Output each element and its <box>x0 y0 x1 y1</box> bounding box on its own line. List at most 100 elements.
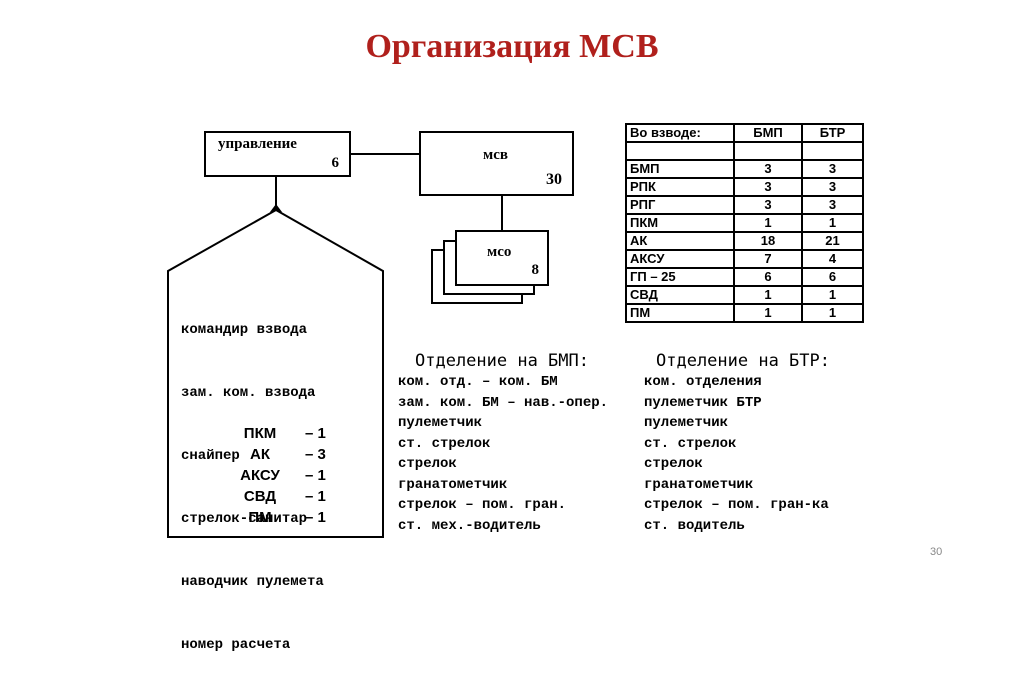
staff-item: стрелок-санитар <box>181 511 308 527</box>
msv-box: мсв 30 <box>419 131 574 196</box>
bmp-item: ст. мех.-водитель <box>398 517 541 534</box>
table-cell: 7 <box>732 249 804 269</box>
table-row: ГП – 25 6 6 <box>625 267 864 287</box>
table-row: БМП 3 3 <box>625 159 864 179</box>
bmp-item: стрелок – пом. гран. <box>398 497 567 513</box>
table-row: ПКМ 1 1 <box>625 213 864 233</box>
table-cell: 6 <box>732 267 804 287</box>
bmp-item: зам. ком. БМ – нав.-опер. <box>398 394 609 411</box>
weapon-name: АКСУ <box>240 467 280 484</box>
table-cell: 1 <box>732 303 804 323</box>
btr-item: ст. стрелок <box>644 435 737 452</box>
table-cell: РПГ <box>625 195 735 215</box>
table-cell: БМП <box>625 159 735 179</box>
table-cell: ПМ <box>625 303 735 323</box>
page-title: Организация МСВ <box>365 28 659 65</box>
btr-item: стрелок – пом. гран-ка <box>644 497 829 513</box>
weapon-row: СВД – 1 <box>215 486 326 507</box>
msv-count: 30 <box>546 171 562 188</box>
weapon-qty: – 3 <box>305 446 326 463</box>
weapon-row: ПМ – 1 <box>215 507 326 528</box>
btr-item: пулеметчик БТР <box>644 394 762 411</box>
table-row: РПГ 3 3 <box>625 195 864 215</box>
weapon-row: АКСУ – 1 <box>215 465 326 486</box>
upravlenie-box: управление 6 <box>204 131 351 177</box>
table-cell: 1 <box>801 213 864 233</box>
table-cell: ГП – 25 <box>625 267 735 287</box>
table-cell: 6 <box>801 267 864 287</box>
weapon-qty: – 1 <box>305 488 326 505</box>
btr-item: ст. водитель <box>644 517 745 534</box>
table-header-cell: БТР <box>801 123 864 143</box>
staff-item: номер расчета <box>181 637 291 653</box>
table-cell: 3 <box>732 195 804 215</box>
table-cell <box>625 141 735 161</box>
weapon-qty: – 1 <box>305 509 326 526</box>
staff-item: снайпер <box>181 448 240 464</box>
table-cell: 1 <box>732 285 804 305</box>
weapon-name: ПКМ <box>243 425 277 442</box>
table-cell: АКСУ <box>625 249 735 269</box>
btr-item: ком. отделения <box>644 374 762 390</box>
table-row: АК 18 21 <box>625 231 864 251</box>
bmp-item: пулеметчик <box>398 415 483 431</box>
table-cell: 3 <box>801 159 864 179</box>
bmp-item: стрелок <box>398 456 457 472</box>
table-row: СВД 1 1 <box>625 285 864 305</box>
weapons-list: ПКМ – 1 АК – 3 АКСУ – 1 СВД – 1 ПМ – 1 <box>215 423 326 528</box>
btr-heading: Отделение на БТР: <box>656 351 830 371</box>
staff-item: командир взвода <box>181 322 308 338</box>
bmp-item: гранатометчик <box>398 476 508 493</box>
table-cell: РПК <box>625 177 735 197</box>
btr-item: стрелок <box>644 456 703 472</box>
connector-upravlenie-msv <box>351 153 419 155</box>
mso-box-front: мсо 8 <box>455 230 549 286</box>
mso-label: мсо <box>487 244 512 260</box>
table-header-cell: БМП <box>732 123 804 143</box>
weapon-qty: – 1 <box>305 425 326 442</box>
table-cell: 3 <box>801 195 864 215</box>
table-cell: 21 <box>801 231 864 251</box>
btr-section: Отделение на БТР: ком. отделения пулемет… <box>644 350 830 536</box>
table-cell: 3 <box>801 177 864 197</box>
connector-msv-mso <box>501 196 503 231</box>
msv-label: мсв <box>483 147 508 163</box>
table-header-row: Во взводе: БМП БТР <box>625 123 864 143</box>
table-header-cell: Во взводе: <box>625 123 735 143</box>
bmp-section: Отделение на БМП: ком. отд. – ком. БМ за… <box>398 350 608 536</box>
table-row: АКСУ 7 4 <box>625 249 864 269</box>
bmp-heading: Отделение на БМП: <box>415 351 589 371</box>
weapon-name: СВД <box>243 488 277 505</box>
table-cell <box>801 141 864 161</box>
table-cell: АК <box>625 231 735 251</box>
table-cell: ПКМ <box>625 213 735 233</box>
table-row: РПК 3 3 <box>625 177 864 197</box>
mso-count: 8 <box>531 262 540 278</box>
table-cell: 1 <box>801 303 864 323</box>
table-row <box>625 141 864 161</box>
table-cell: 1 <box>801 285 864 305</box>
table-cell: 4 <box>801 249 864 269</box>
table-cell: 3 <box>732 159 804 179</box>
btr-item: пулеметчик <box>644 415 729 431</box>
weapons-table: Во взводе: БМП БТР БМП 3 3 РПК 3 3 РПГ 3… <box>625 123 864 323</box>
table-row: ПМ 1 1 <box>625 303 864 323</box>
weapon-row: ПКМ – 1 <box>215 423 326 444</box>
table-cell <box>732 141 804 161</box>
table-cell: СВД <box>625 285 735 305</box>
bmp-item: ст. стрелок <box>398 435 491 452</box>
bmp-item: ком. отд. – ком. БМ <box>398 374 558 390</box>
table-cell: 3 <box>732 177 804 197</box>
staff-item: наводчик пулемета <box>181 574 324 590</box>
upravlenie-count: 6 <box>331 155 340 171</box>
table-cell: 18 <box>732 231 804 251</box>
platoon-staff-shape <box>167 177 384 538</box>
table-cell: 1 <box>732 213 804 233</box>
upravlenie-label: управление <box>218 136 297 152</box>
page-number: 30 <box>930 546 943 558</box>
btr-item: гранатометчик <box>644 476 754 493</box>
weapon-row: АК – 3 <box>215 444 326 465</box>
weapon-qty: – 1 <box>305 467 326 484</box>
weapon-name: ПМ <box>248 509 272 526</box>
weapon-name: АК <box>250 446 270 463</box>
